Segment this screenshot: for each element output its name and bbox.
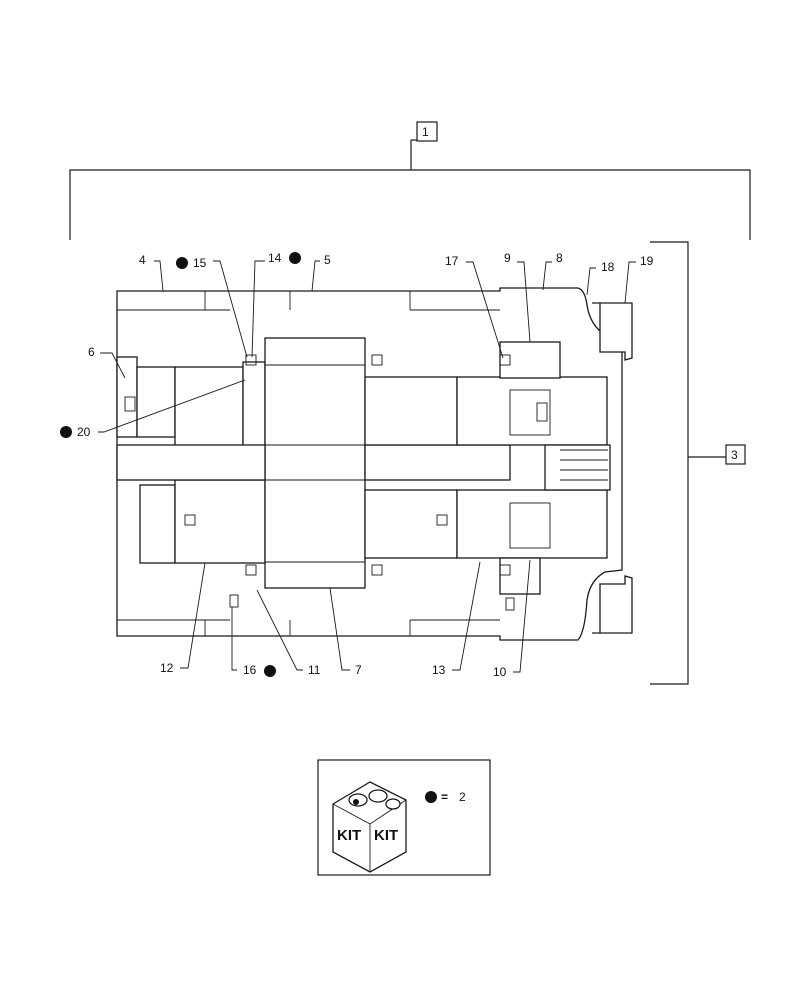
kit-bullet-14 — [289, 252, 301, 264]
kit-box-icon: KIT KIT — [332, 781, 407, 873]
callout-16: 16 — [243, 663, 257, 677]
callout-14: 14 — [268, 251, 282, 265]
callout-8: 8 — [556, 251, 563, 265]
legend-equals: = — [441, 790, 448, 804]
callout-4: 4 — [139, 253, 146, 267]
callout-15: 15 — [193, 256, 207, 270]
gear-housing-center — [264, 337, 366, 589]
callout-13: 13 — [432, 663, 446, 677]
callout-11: 11 — [308, 663, 321, 677]
legend-value: 2 — [459, 790, 466, 804]
callout-18: 18 — [601, 260, 615, 274]
callout-10: 10 — [493, 665, 507, 679]
kit-bullet-15 — [176, 257, 188, 269]
filled-circle-icon — [425, 791, 437, 803]
end-cover — [592, 302, 633, 361]
callout-9: 9 — [504, 251, 511, 265]
kit-legend: KIT KIT = 2 — [317, 759, 491, 876]
callout-6: 6 — [88, 345, 95, 359]
kit-text-right: KIT — [374, 827, 398, 844]
leader-lines — [98, 260, 636, 673]
callout-3: 3 — [731, 448, 738, 462]
callout-20: 20 — [77, 425, 91, 439]
callout-7: 7 — [355, 663, 362, 677]
callout-12: 12 — [160, 661, 174, 675]
callout-19: 19 — [640, 254, 654, 268]
assembly-bracket: 1 — [69, 121, 751, 240]
kit-bullet-20 — [60, 426, 72, 438]
callout-5: 5 — [324, 253, 331, 267]
callouts: 4 15 14 5 6 20 17 9 8 18 19 12 16 11 7 1… — [60, 251, 654, 679]
kit-text-left: KIT — [337, 827, 361, 844]
callout-1: 1 — [422, 125, 429, 139]
end-cover-lower — [592, 575, 633, 634]
callout-17: 17 — [445, 254, 459, 268]
seal-kit-bracket: 3 — [650, 241, 746, 685]
kit-bullet-16 — [264, 665, 276, 677]
pump-assembly — [116, 287, 633, 641]
